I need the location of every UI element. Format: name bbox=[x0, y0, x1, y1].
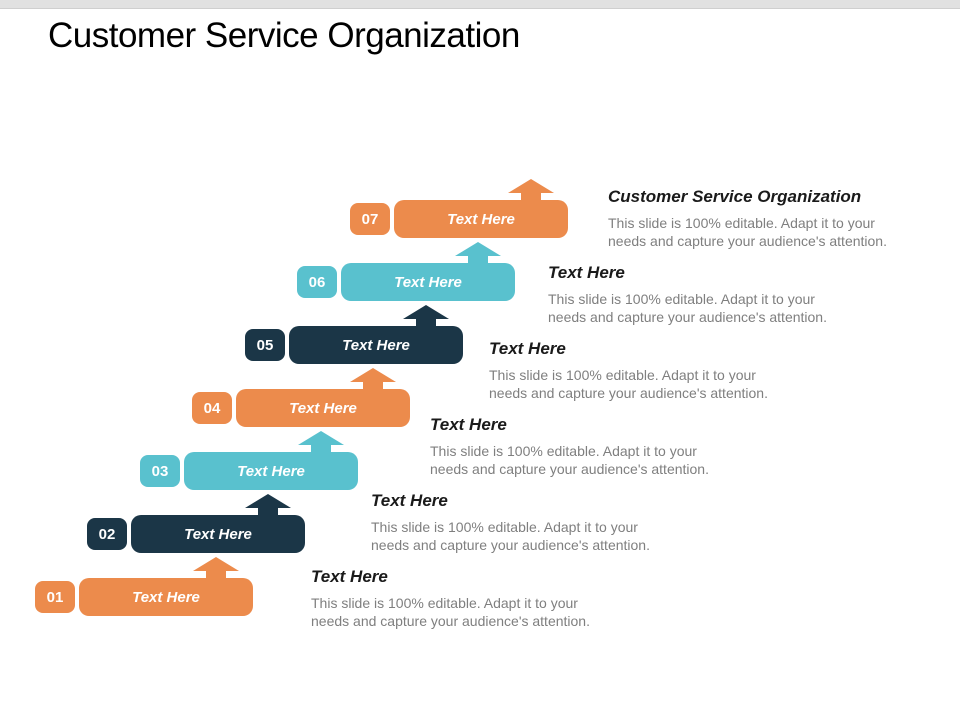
callout-heading: Text Here bbox=[371, 491, 448, 510]
callout-body-line: This slide is 100% editable. Adapt it to… bbox=[548, 291, 815, 307]
callout-body-line: This slide is 100% editable. Adapt it to… bbox=[430, 443, 697, 459]
step-number-badge: 07 bbox=[350, 203, 390, 235]
process-step-01[interactable]: 01 Text Here bbox=[35, 557, 253, 616]
callout-heading: Text Here bbox=[489, 339, 566, 358]
step-bar: Text Here bbox=[236, 389, 410, 427]
step-bar: Text Here bbox=[341, 263, 515, 301]
process-step-06[interactable]: 06 Text Here bbox=[297, 242, 515, 301]
callout-step-04[interactable]: Text Here This slide is 100% editable. A… bbox=[430, 414, 750, 478]
callout-body: This slide is 100% editable. Adapt it to… bbox=[311, 594, 631, 630]
callout-heading: Text Here bbox=[548, 263, 625, 282]
step-label: Text Here bbox=[342, 336, 410, 354]
top-divider-band bbox=[0, 0, 960, 9]
step-bar: Text Here bbox=[79, 578, 253, 616]
callout-body-line: needs and capture your audience's attent… bbox=[430, 461, 709, 477]
process-step-07[interactable]: 07 Text Here bbox=[350, 179, 568, 238]
process-step-04[interactable]: 04 Text Here bbox=[192, 368, 410, 427]
callout-body-line: needs and capture your audience's attent… bbox=[489, 385, 768, 401]
arrow-up-icon bbox=[455, 242, 501, 267]
callout-body-line: needs and capture your audience's attent… bbox=[311, 613, 590, 629]
process-step-03[interactable]: 03 Text Here bbox=[140, 431, 358, 490]
callout-step-05[interactable]: Text Here This slide is 100% editable. A… bbox=[489, 338, 809, 402]
step-label: Text Here bbox=[289, 399, 357, 417]
arrow-up-icon bbox=[298, 431, 344, 456]
step-bar: Text Here bbox=[184, 452, 358, 490]
callout-body: This slide is 100% editable. Adapt it to… bbox=[371, 518, 691, 554]
callout-step-03[interactable]: Text Here This slide is 100% editable. A… bbox=[371, 490, 691, 554]
callout-body-line: This slide is 100% editable. Adapt it to… bbox=[371, 519, 638, 535]
step-number-badge: 04 bbox=[192, 392, 232, 424]
callout-body-line: This slide is 100% editable. Adapt it to… bbox=[489, 367, 756, 383]
step-label: Text Here bbox=[132, 588, 200, 606]
callout-heading: Text Here bbox=[430, 415, 507, 434]
step-label: Text Here bbox=[394, 273, 462, 291]
callout-body: This slide is 100% editable. Adapt it to… bbox=[608, 214, 928, 250]
process-step-05[interactable]: 05 Text Here bbox=[245, 305, 463, 364]
step-number-badge: 03 bbox=[140, 455, 180, 487]
callout-body: This slide is 100% editable. Adapt it to… bbox=[430, 442, 750, 478]
callout-body-line: This slide is 100% editable. Adapt it to… bbox=[608, 215, 875, 231]
arrow-up-icon bbox=[403, 305, 449, 330]
arrow-up-icon bbox=[245, 494, 291, 519]
callout-body: This slide is 100% editable. Adapt it to… bbox=[548, 290, 868, 326]
page-title: Customer Service Organization bbox=[48, 16, 520, 55]
step-number-badge: 05 bbox=[245, 329, 285, 361]
callout-heading: Text Here bbox=[311, 567, 388, 586]
callout-body-line: needs and capture your audience's attent… bbox=[548, 309, 827, 325]
arrow-up-icon bbox=[193, 557, 239, 582]
callout-step-07[interactable]: Customer Service Organization This slide… bbox=[608, 186, 928, 250]
step-bar: Text Here bbox=[289, 326, 463, 364]
step-bar: Text Here bbox=[394, 200, 568, 238]
step-number-badge: 02 bbox=[87, 518, 127, 550]
callout-body: This slide is 100% editable. Adapt it to… bbox=[489, 366, 809, 402]
step-number-badge: 01 bbox=[35, 581, 75, 613]
step-label: Text Here bbox=[184, 525, 252, 543]
callout-body-line: needs and capture your audience's attent… bbox=[371, 537, 650, 553]
callout-step-01[interactable]: Text Here This slide is 100% editable. A… bbox=[311, 566, 631, 630]
callout-step-06[interactable]: Text Here This slide is 100% editable. A… bbox=[548, 262, 868, 326]
step-label: Text Here bbox=[447, 210, 515, 228]
process-step-02[interactable]: 02 Text Here bbox=[87, 494, 305, 553]
callout-body-line: needs and capture your audience's attent… bbox=[608, 233, 887, 249]
step-bar: Text Here bbox=[131, 515, 305, 553]
arrow-up-icon bbox=[508, 179, 554, 204]
arrow-up-icon bbox=[350, 368, 396, 393]
callout-heading: Customer Service Organization bbox=[608, 187, 862, 206]
callout-body-line: This slide is 100% editable. Adapt it to… bbox=[311, 595, 578, 611]
step-number-badge: 06 bbox=[297, 266, 337, 298]
step-label: Text Here bbox=[237, 462, 305, 480]
